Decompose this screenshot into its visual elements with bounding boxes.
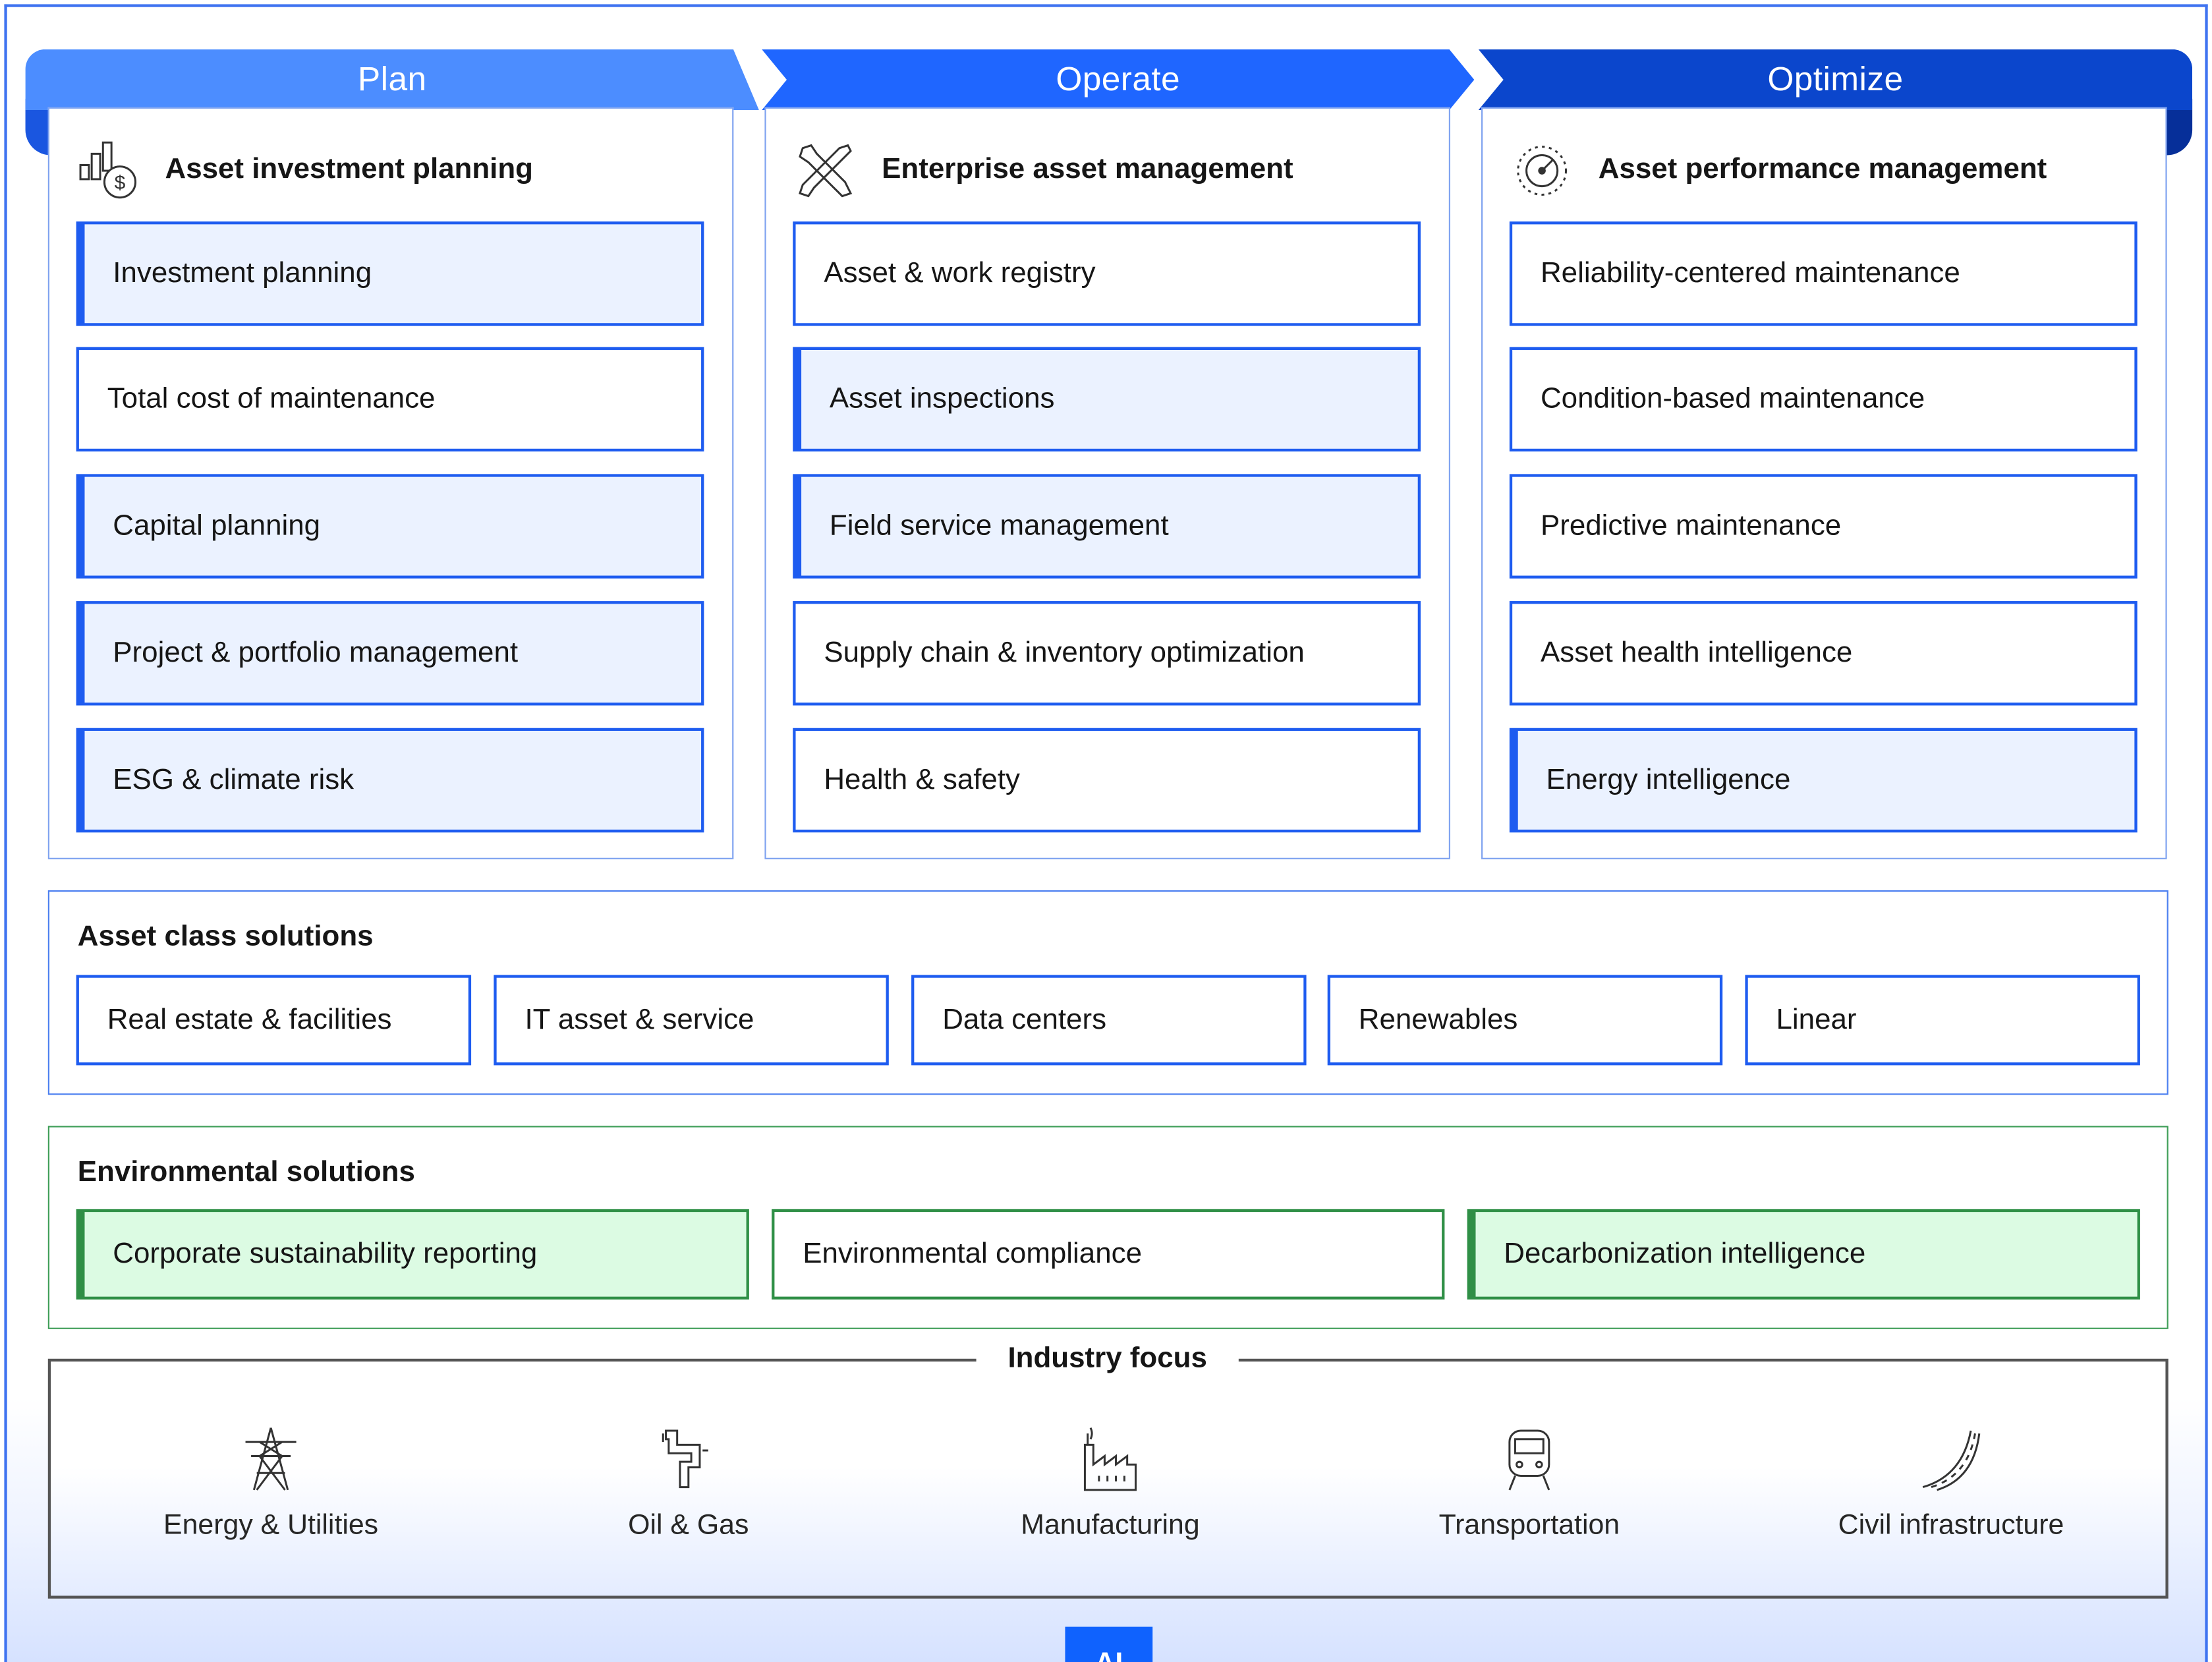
capability-tile: Condition-based maintenance: [1509, 347, 2138, 452]
industry-focus-panel: [47, 1358, 2169, 1599]
industry-oil-gas: Oil & Gas: [519, 1425, 858, 1542]
column-title: Asset performance management: [1598, 152, 2047, 185]
gauge-icon: [1511, 140, 1573, 202]
industry-energy-utilities: Energy & Utilities: [101, 1425, 440, 1542]
tools-icon: [794, 140, 856, 202]
capability-tile: ESG & climate risk: [76, 728, 704, 833]
asset-class-chip: Real estate & facilities: [76, 975, 472, 1066]
column-title: Enterprise asset management: [882, 152, 1293, 185]
environmental-title: Environmental solutions: [77, 1155, 415, 1188]
capability-tile: Investment planning: [76, 221, 704, 326]
industry-transportation: Transportation: [1360, 1425, 1699, 1542]
capability-tile: Reliability-centered maintenance: [1509, 221, 2138, 326]
environmental-chip: Decarbonization intelligence: [1467, 1209, 2140, 1300]
industry-label: Energy & Utilities: [163, 1509, 379, 1541]
capability-tile: Field service management: [793, 474, 1421, 579]
capability-tile: Asset inspections: [793, 347, 1421, 452]
chart-dollar-icon: $: [78, 140, 140, 202]
asset-class-chip: IT asset & service: [494, 975, 889, 1066]
industry-label: Transportation: [1438, 1509, 1620, 1541]
capability-tile: Health & safety: [793, 728, 1421, 833]
industry-label: Oil & Gas: [628, 1509, 749, 1541]
road-icon: [1922, 1430, 1981, 1491]
asset-class-chip: Data centers: [911, 975, 1307, 1066]
power-tower-icon: [245, 1427, 297, 1491]
environmental-chip: Corporate sustainability reporting: [76, 1209, 749, 1300]
asset-class-title: Asset class solutions: [77, 919, 374, 953]
asset-class-chip: Linear: [1745, 975, 2140, 1066]
capability-tile: Project & portfolio management: [76, 601, 704, 706]
svg-text:$: $: [115, 172, 126, 194]
industry-label: Civil infrastructure: [1838, 1509, 2064, 1541]
asset-class-chip: Renewables: [1327, 975, 1723, 1066]
capability-tile: Predictive maintenance: [1509, 474, 2138, 579]
capability-tile: Energy intelligence: [1509, 728, 2138, 833]
factory-icon: [1083, 1427, 1137, 1491]
industry-label: Manufacturing: [1021, 1509, 1200, 1541]
phase-header-optimize: Optimize: [1478, 49, 2193, 110]
capability-tile: Capital planning: [76, 474, 704, 579]
pipeline-icon: [662, 1429, 708, 1489]
environmental-chip: Environmental compliance: [772, 1209, 1445, 1300]
train-icon: [1508, 1429, 1550, 1491]
phase-header-operate: Operate: [762, 49, 1475, 110]
industry-civil-infrastructure: Civil infrastructure: [1782, 1425, 2120, 1542]
ai-tab: AI: [1065, 1626, 1153, 1662]
column-title: Asset investment planning: [165, 152, 533, 185]
industry-manufacturing: Manufacturing: [941, 1425, 1280, 1542]
capability-tile: Total cost of maintenance: [76, 347, 704, 452]
phase-header-plan: Plan: [25, 49, 759, 110]
capability-tile: Asset & work registry: [793, 221, 1421, 326]
industry-focus-title: Industry focus: [976, 1340, 1239, 1377]
capability-tile: Supply chain & inventory optimization: [793, 601, 1421, 706]
capability-tile: Asset health intelligence: [1509, 601, 2138, 706]
